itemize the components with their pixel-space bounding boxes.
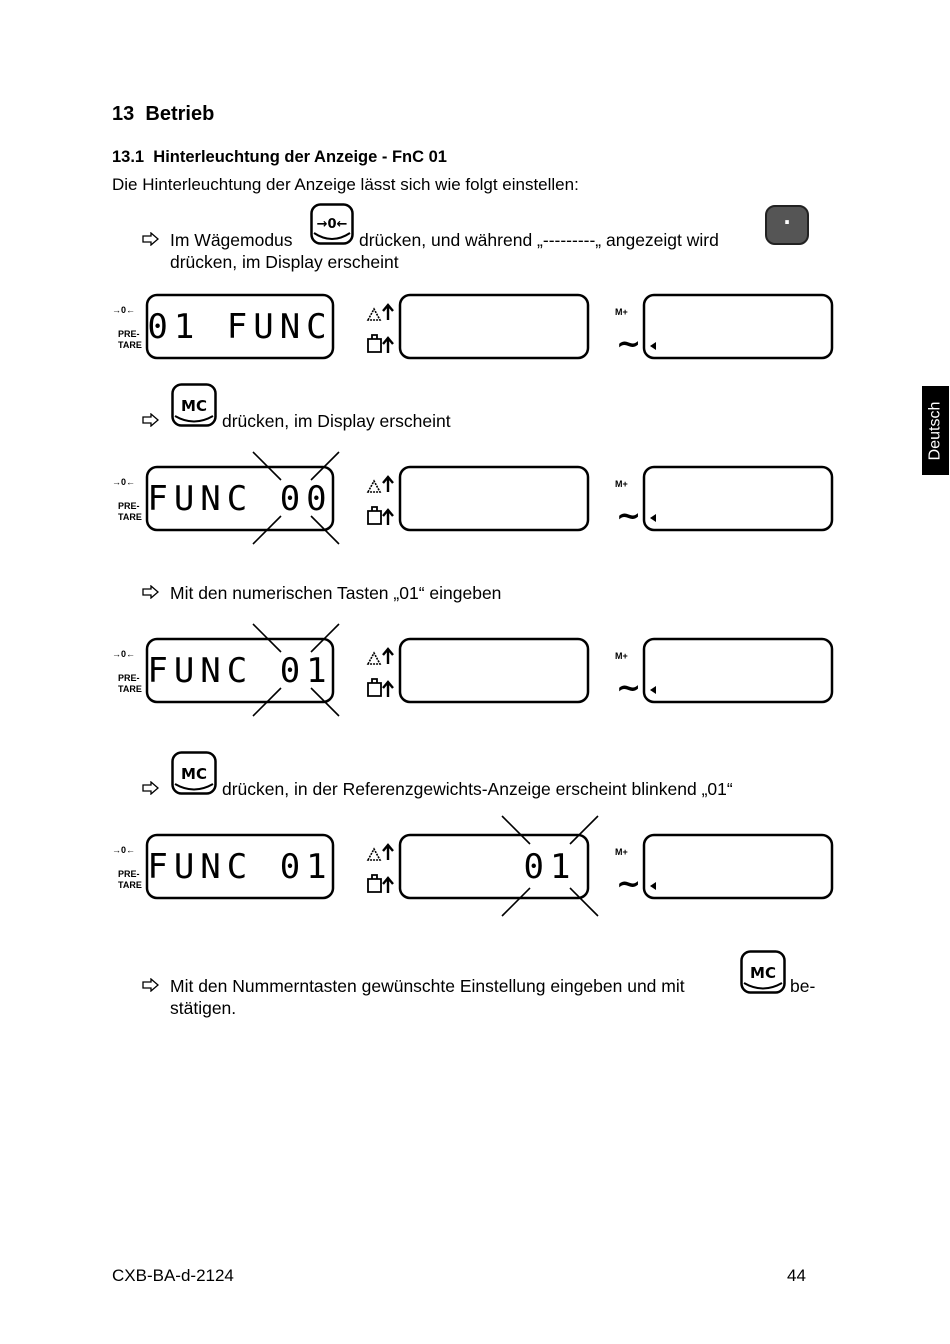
- zero-indicator-label: →0←: [112, 477, 135, 487]
- memory-plus-label: M+: [615, 847, 628, 857]
- svg-text:MC: MC: [181, 765, 207, 783]
- step-5-text-c: stätigen.: [170, 998, 237, 1018]
- hollow-arrow-icon: [142, 232, 159, 246]
- piece-count-icon: [366, 303, 394, 321]
- indicator-triangle-icon: [650, 342, 656, 350]
- step-1-text-a: Im Wägemodus: [170, 230, 293, 250]
- hollow-arrow-icon: [142, 413, 159, 427]
- blink-indicator-rays: [501, 815, 599, 917]
- step-5-text-b: be-: [790, 976, 816, 996]
- display-panel-2: →0← PRE-TARE FUNC 00 M+ ~: [110, 451, 840, 545]
- weight-readout: 01 FUNC: [147, 307, 332, 347]
- display-panel-1: →0← PRE-TARE 01 FUNC M+ ~: [110, 292, 840, 364]
- memory-plus-label: M+: [615, 479, 628, 489]
- intro-text: Die Hinterleuchtung der Anzeige lässt si…: [112, 175, 579, 194]
- step-2-text: drücken, im Display erscheint: [222, 411, 451, 431]
- display-panel-3: →0← PRE-TARE FUNC 01 M+ ~: [110, 623, 840, 717]
- svg-text:→0←: →0←: [317, 217, 348, 232]
- pretare-label: TARE: [118, 340, 142, 350]
- step-3-text: Mit den numerischen Tasten „01“ eingeben: [170, 583, 502, 603]
- weight-display: [145, 465, 335, 532]
- display-panel-4: →0← PRE-TARE FUNC 01 01 M+ ~: [110, 815, 840, 917]
- stability-tilde-icon: ~: [616, 499, 641, 534]
- zero-indicator-label: →0←: [112, 305, 135, 315]
- memory-plus-label: M+: [615, 307, 628, 317]
- dot-key-icon: ·: [765, 205, 809, 245]
- blink-indicator-rays: [252, 623, 340, 717]
- indicator-triangle-icon: [650, 686, 656, 694]
- count-display: [642, 833, 834, 900]
- svg-text:MC: MC: [750, 964, 776, 982]
- weight-arrow-icon: [367, 678, 394, 697]
- stability-tilde-icon: ~: [616, 327, 641, 362]
- step-1-text-b: drücken, und während „---------„ angezei…: [359, 230, 719, 250]
- footer-page-number: 44: [787, 1266, 806, 1285]
- zero-indicator-label: →0←: [112, 845, 135, 855]
- indicator-triangle-icon: [650, 514, 656, 522]
- indicator-triangle-icon: [650, 882, 656, 890]
- stability-tilde-icon: ~: [616, 671, 641, 706]
- weight-readout: FUNC 01: [147, 651, 332, 691]
- reference-weight-display: [398, 293, 590, 360]
- zero-key-icon: →0←: [310, 203, 354, 245]
- zero-indicator-label: →0←: [112, 649, 135, 659]
- language-tab: Deutsch: [922, 386, 949, 475]
- weight-arrow-icon: [367, 506, 394, 525]
- weight-display: [145, 293, 335, 360]
- pretare-label: PRE-: [118, 869, 140, 879]
- piece-count-icon: [366, 647, 394, 665]
- reference-readout: 01: [524, 847, 577, 887]
- weight-readout: FUNC 01: [147, 847, 332, 887]
- step-4-text: drücken, in der Referenzgewichts-Anzeige…: [222, 779, 733, 799]
- weight-arrow-icon: [367, 334, 394, 353]
- blink-indicator-rays: [252, 451, 340, 545]
- mc-key-icon: MC: [171, 751, 217, 795]
- pretare-label: PRE-: [118, 329, 140, 339]
- hollow-arrow-icon: [142, 781, 159, 795]
- count-display: [642, 293, 834, 360]
- piece-count-icon: [366, 843, 394, 861]
- stability-tilde-icon: ~: [616, 867, 641, 902]
- weight-arrow-icon: [367, 874, 394, 893]
- pretare-label: PRE-: [118, 673, 140, 683]
- reference-weight-display: [398, 833, 590, 900]
- reference-weight-display: [398, 637, 590, 704]
- count-display: [642, 465, 834, 532]
- pretare-label: PRE-: [118, 501, 140, 511]
- subsection-heading: 13.1 Hinterleuchtung der Anzeige - FnC 0…: [112, 148, 447, 166]
- hollow-arrow-icon: [142, 585, 159, 599]
- step-5-text-a: Mit den Nummerntasten gewünschte Einstel…: [170, 976, 685, 996]
- memory-plus-label: M+: [615, 651, 628, 661]
- mc-key-icon: MC: [171, 383, 217, 427]
- pretare-label: TARE: [118, 684, 142, 694]
- step-1-text-c: drücken, im Display erscheint: [170, 252, 399, 272]
- pretare-label: TARE: [118, 512, 142, 522]
- reference-weight-display: [398, 465, 590, 532]
- weight-readout: FUNC 00: [147, 479, 332, 519]
- footer-doc-id: CXB-BA-d-2124: [112, 1266, 234, 1285]
- count-display: [642, 637, 834, 704]
- svg-text:MC: MC: [181, 397, 207, 415]
- hollow-arrow-icon: [142, 978, 159, 992]
- weight-display: [145, 833, 335, 900]
- svg-text:·: ·: [783, 210, 791, 234]
- pretare-label: TARE: [118, 880, 142, 890]
- weight-display: [145, 637, 335, 704]
- mc-key-icon: MC: [740, 950, 786, 994]
- section-heading: 13 Betrieb: [112, 103, 215, 125]
- piece-count-icon: [366, 475, 394, 493]
